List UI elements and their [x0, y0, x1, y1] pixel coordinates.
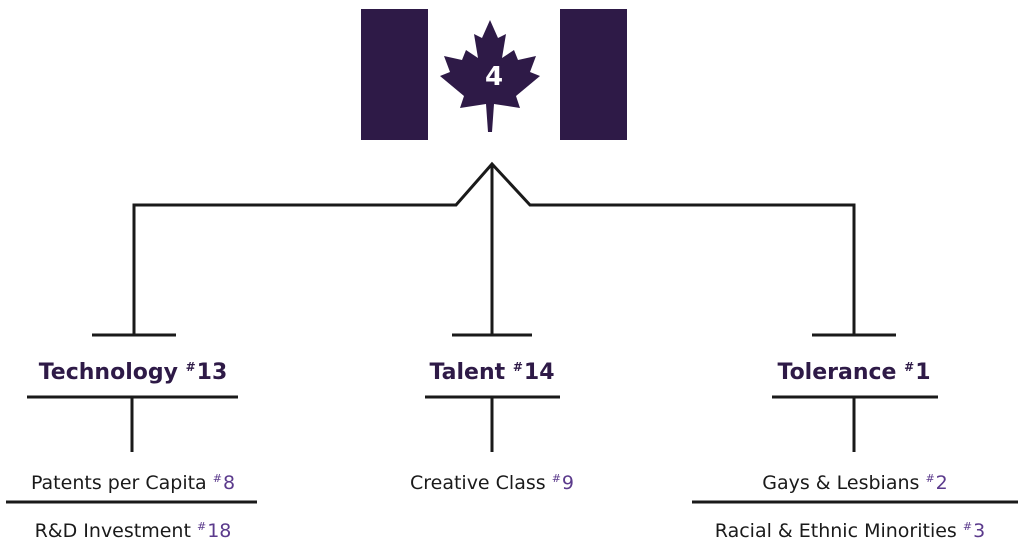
category-talent: Talent #14 — [402, 352, 582, 388]
item-patents-per-capita: Patents per Capita #8 — [0, 466, 266, 496]
item-label: R&D Investment — [34, 520, 191, 542]
item-rank: #18 — [196, 520, 232, 542]
item-rank: #2 — [925, 472, 948, 494]
item-gays-lesbians: Gays & Lesbians #2 — [700, 466, 1010, 496]
item-label: Patents per Capita — [30, 472, 207, 494]
item-label: Racial & Ethnic Minorities — [714, 520, 957, 542]
item-label: Creative Class — [409, 472, 546, 494]
connector-top-bar — [132, 161, 856, 335]
item-racial-ethnic-minorities: Racial & Ethnic Minorities #3 — [680, 514, 1020, 544]
category-label: Tolerance — [777, 360, 897, 385]
category-rank: #1 — [904, 360, 931, 385]
flag-right-bar — [560, 9, 627, 140]
item-rank: #8 — [212, 472, 236, 494]
maple-leaf-icon — [430, 14, 550, 134]
item-rd-investment: R&D Investment #18 — [0, 514, 266, 544]
category-rank: #13 — [185, 360, 228, 385]
flag-left-bar — [361, 9, 428, 140]
item-label: Gays & Lesbians — [762, 472, 920, 494]
category-tolerance: Tolerance #1 — [764, 352, 944, 388]
item-rank: #9 — [551, 472, 575, 494]
category-label: Talent — [429, 360, 506, 385]
category-rank: #14 — [512, 360, 555, 385]
category-technology: Technology #13 — [14, 352, 252, 388]
item-creative-class: Creative Class #9 — [372, 466, 612, 496]
item-rank: #3 — [962, 520, 986, 542]
overall-rank-number: 4 — [484, 62, 504, 92]
category-label: Technology — [38, 360, 178, 385]
